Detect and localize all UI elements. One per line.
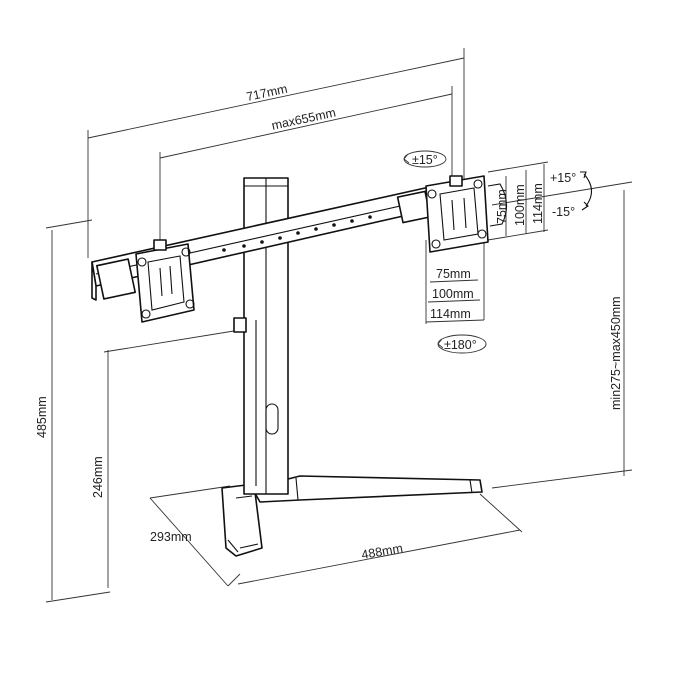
tilt-up-label: +15° [550, 171, 576, 185]
swivel-icon [403, 150, 447, 168]
base-height-label: 246mm [91, 456, 105, 498]
left-vesa-plate [135, 239, 195, 323]
max-vesa-span-label: max655mm [270, 105, 337, 132]
stand-base [221, 475, 483, 557]
vesa-horizontal-114: 114mm [430, 307, 471, 321]
vesa-vertical-75: 75mm [495, 189, 509, 224]
base-depth-label: 293mm [150, 530, 192, 544]
tilt-down-label: -15° [552, 205, 575, 219]
rotation-icon [437, 334, 487, 354]
right-vesa-plate [425, 171, 593, 253]
total-height-label: 485mm [35, 396, 49, 438]
overall-width-label: 717mm [245, 82, 289, 104]
dimension-labels: 717mm max655mm ±15° +15° -15° 75mm 100mm… [35, 82, 623, 562]
vesa-vertical-114: 114mm [531, 183, 545, 224]
vesa-vertical-100: 100mm [513, 184, 527, 226]
vesa-horizontal-100: 100mm [432, 287, 474, 301]
dimension-lines [45, 48, 633, 603]
crossbar-holes [222, 215, 372, 252]
vesa-horizontal-75: 75mm [436, 267, 471, 281]
rotation-label: ±180° [444, 338, 477, 352]
height-range-label: min275~max450mm [609, 296, 623, 410]
base-width-label: 488mm [360, 541, 403, 562]
swivel-label: ±15° [412, 153, 438, 167]
